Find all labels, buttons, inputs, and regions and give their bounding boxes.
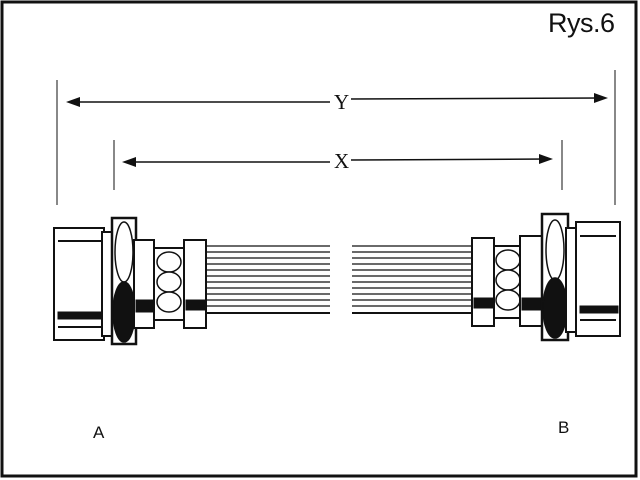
fitting-right — [471, 212, 621, 342]
figure-title: Rys.6 — [548, 8, 615, 38]
end-b-label: B — [558, 418, 570, 437]
dimension-x-label: X — [332, 149, 352, 173]
dimension-x-line — [122, 154, 553, 167]
fitting-left — [53, 216, 207, 346]
hose-left — [206, 245, 330, 314]
hose-right — [352, 245, 472, 314]
end-a-label: A — [93, 423, 105, 442]
extension-lines — [56, 70, 616, 205]
dimension-y-line — [66, 93, 608, 107]
dimension-y-label: Y — [332, 90, 352, 114]
